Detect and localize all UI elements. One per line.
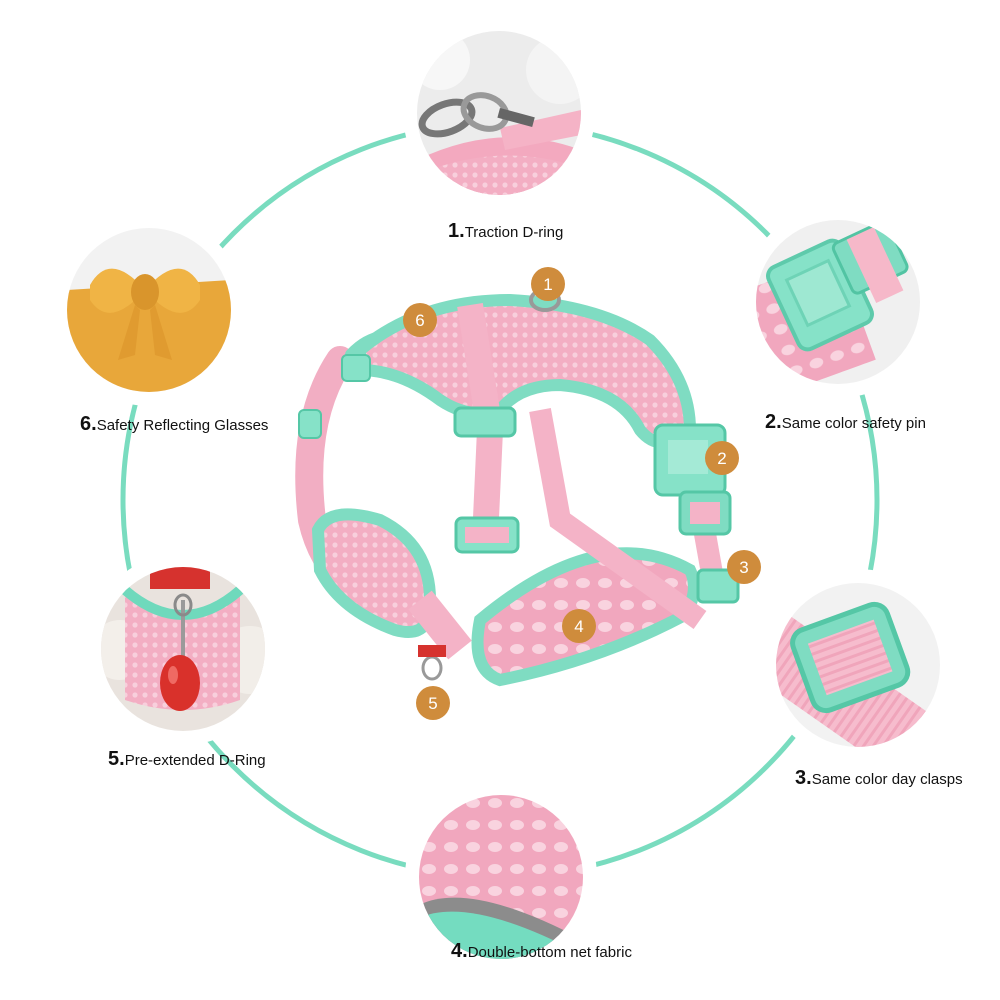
feature-number: 6.	[80, 413, 97, 435]
clasp-closeup-image	[776, 583, 940, 747]
badge-6: 6	[415, 311, 424, 330]
feature-label-4: 4.Double-bottom net fabric	[451, 940, 632, 963]
mesh-fabric-closeup-image	[419, 795, 583, 959]
harness-product-image	[295, 288, 740, 687]
feature-text: Safety Reflecting Glasses	[96, 417, 269, 434]
feature-label-5: 5.Pre-extended D-Ring	[108, 748, 266, 771]
feature-number: 2.	[765, 411, 782, 433]
feature-text: Double-bottom net fabric	[467, 944, 632, 961]
badge-1: 1	[543, 275, 552, 294]
buckle-closeup-image	[756, 220, 920, 384]
feature-text: Same color safety pin	[781, 415, 926, 432]
dog-with-ring-closeup-image	[101, 567, 265, 731]
badge-5: 5	[428, 694, 437, 713]
feature-number: 1.	[448, 220, 465, 242]
number-badges: 1 2 3 4 5 6	[403, 267, 761, 720]
feature-number: 5.	[108, 748, 125, 770]
feature-label-3: 3.Same color day clasps	[795, 767, 963, 790]
feature-text: Traction D-ring	[464, 224, 564, 241]
feature-number: 3.	[795, 767, 812, 789]
bow-closeup-image	[67, 228, 231, 392]
feature-text: Same color day clasps	[811, 771, 963, 788]
feature-number: 4.	[451, 940, 468, 962]
badge-3: 3	[739, 558, 748, 577]
feature-text: Pre-extended D-Ring	[124, 752, 266, 769]
badge-2: 2	[717, 449, 726, 468]
feature-label-1: 1.Traction D-ring	[448, 220, 563, 243]
feature-label-2: 2.Same color safety pin	[765, 411, 926, 434]
badge-4: 4	[574, 617, 583, 636]
feature-label-6: 6.Safety Reflecting Glasses	[80, 413, 268, 436]
